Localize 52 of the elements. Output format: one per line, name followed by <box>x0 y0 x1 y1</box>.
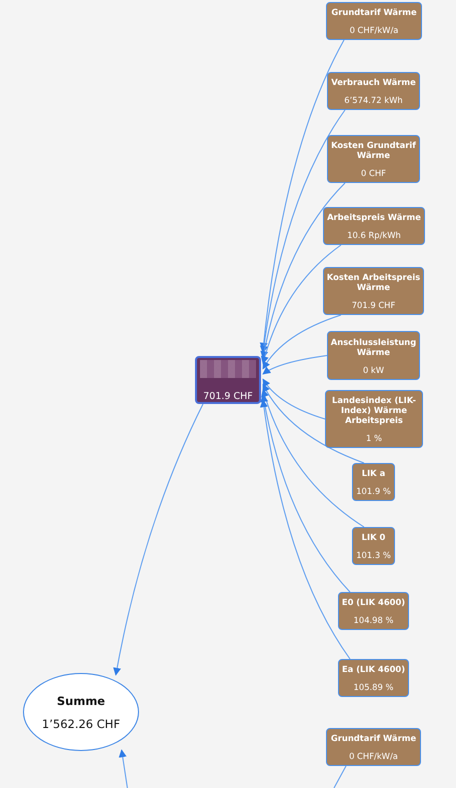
node-title: Landesindex (LIK-Index) Wärme Arbeitspreis <box>331 395 417 425</box>
value-text: 0 kW <box>362 364 384 374</box>
parameter-box <box>352 463 395 501</box>
parameter-box <box>325 390 423 448</box>
node-title: Arbeitspreis Wärme <box>327 212 421 222</box>
value-text: 105.89 % <box>354 682 394 692</box>
node-title: Ea (LIK 4600) <box>342 664 406 674</box>
result-box <box>195 356 261 404</box>
arrow <box>113 404 204 676</box>
arrow <box>118 749 128 788</box>
arrow <box>261 388 364 528</box>
value-text: 0 CHF <box>361 168 386 178</box>
node-title: Grundtarif Wärme <box>330 733 416 743</box>
value-text: 0 CHF/kW/a <box>349 751 398 761</box>
parameter-box <box>326 728 421 766</box>
parameter-box <box>326 2 422 40</box>
node-title: Verbrauch Wärme <box>331 77 416 87</box>
node-title: Kosten Grundtarif Wärme <box>330 140 417 160</box>
value-text: 701.9 CHF <box>203 392 253 402</box>
value-text: 0 CHF/kW/a <box>350 25 398 35</box>
arrow <box>262 378 326 420</box>
parameter-box <box>327 331 420 380</box>
arrow <box>260 399 350 660</box>
value-text: 101.3 % <box>356 550 391 560</box>
value-text: 10.6 Rp/kWh <box>347 230 401 240</box>
node-title: LIK a <box>362 468 386 478</box>
value-text: 1’562.26 CHF <box>42 716 120 730</box>
arrow <box>260 394 350 592</box>
value-text: 104.98 % <box>354 615 394 625</box>
parameter-box <box>323 267 424 315</box>
node-title: Summe <box>56 694 106 708</box>
node-title: Kosten Arbeitspreis Wärme <box>326 272 422 292</box>
arrow <box>260 110 346 354</box>
value-text: 1 % <box>366 433 382 443</box>
parameter-box <box>338 592 409 630</box>
parameter-box <box>352 527 395 565</box>
value-text: 701.9 CHF <box>352 300 396 310</box>
parameter-box <box>327 72 420 110</box>
parameter-box <box>338 659 409 697</box>
value-text: 6’574.72 kWh <box>344 95 403 105</box>
arrow <box>261 244 342 364</box>
arrow <box>262 355 328 374</box>
arrow <box>262 314 342 370</box>
node-title: LIK 0 <box>362 532 386 542</box>
parameter-box <box>323 207 425 245</box>
node-title: Grundtarif Wärme <box>331 7 417 17</box>
value-text: 101.9 % <box>356 486 391 496</box>
node-title: Anschlussleistung Wärme <box>330 336 418 356</box>
node-title: E0 (LIK 4600) <box>342 597 406 607</box>
parameter-box <box>327 135 420 183</box>
arrow <box>262 384 364 464</box>
arrow <box>260 182 346 360</box>
